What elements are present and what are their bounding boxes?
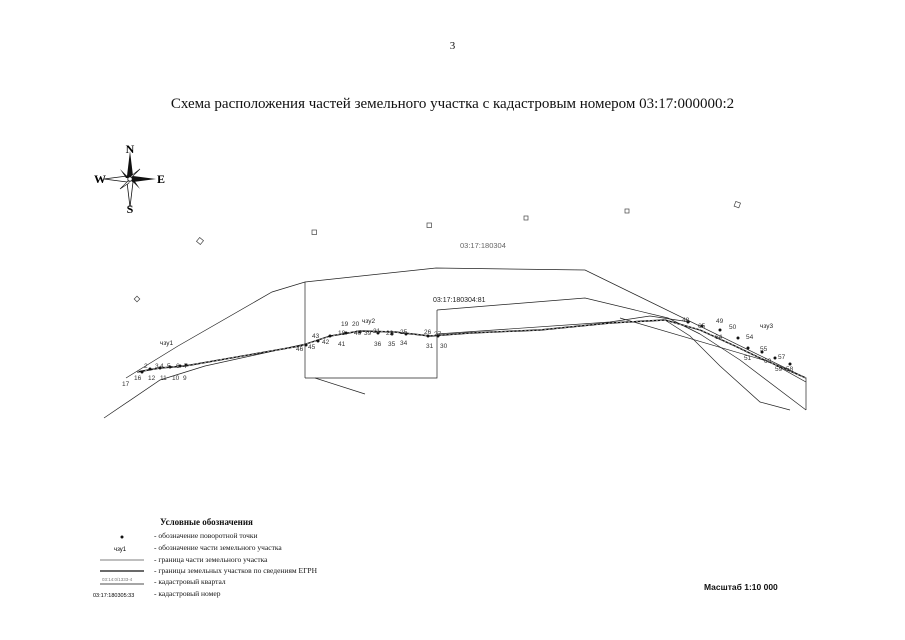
point-label: 55 xyxy=(760,346,768,353)
point-label: 31 xyxy=(426,343,434,350)
quarter-marker xyxy=(133,295,141,303)
parcel-boundary-end xyxy=(664,319,791,411)
point-label: 65 xyxy=(698,323,706,330)
part-label-3: чзу3 xyxy=(760,323,774,330)
quarter-marker xyxy=(523,215,529,221)
legend: Условные обозначения 1 - обозначение пов… xyxy=(92,517,392,607)
point-label: 50 xyxy=(729,324,737,331)
point-label: 5 xyxy=(167,363,171,370)
point-label: 48 xyxy=(682,317,690,324)
point-label: 45 xyxy=(308,344,316,351)
legend-label: - кадастровый номер xyxy=(154,589,221,598)
point-label: 27 xyxy=(434,331,442,338)
legend-row-part-boundary: - граница части земельного участка xyxy=(92,555,392,566)
point-label: 40 xyxy=(354,330,362,337)
legend-label: - кадастровый квартал xyxy=(154,577,226,586)
parcel-boundary-north xyxy=(125,281,306,379)
point-label: 7 xyxy=(184,363,188,370)
page-number: 3 xyxy=(449,40,456,52)
point-label: 2 xyxy=(144,363,148,370)
parcel-boundary-south xyxy=(103,343,306,419)
legend-row-parcel: 03:17:180305:33 - кадастровый номер xyxy=(92,589,392,600)
parcel-boundary-ruch xyxy=(436,315,691,335)
legend-row-egrn: - границы земельных участков по сведения… xyxy=(92,566,392,577)
legend-row-point: 1 - обозначение поворотной точки xyxy=(92,531,392,542)
point-label: 26 xyxy=(424,329,432,336)
point-label: 59 xyxy=(775,366,783,373)
point-label: 6 xyxy=(176,363,180,370)
point-label: 25 xyxy=(400,329,408,336)
point-label: 57 xyxy=(778,354,786,361)
point-label: 17 xyxy=(122,381,130,388)
map-scale: Масштаб 1:10 000 xyxy=(704,582,778,592)
legend-point-sample: 1 xyxy=(121,531,125,532)
quarter-marker xyxy=(311,229,317,235)
point-label: 10 xyxy=(172,375,180,382)
point-label: 9 xyxy=(183,375,187,382)
point-label: 21 xyxy=(373,328,381,335)
point-label: 3 xyxy=(155,363,159,370)
point-label: 42 xyxy=(322,339,330,346)
part-label-1: чзу1 xyxy=(160,340,174,347)
page-title: Схема расположения частей земельного уча… xyxy=(170,96,735,112)
legend-label: - обозначение части земельного участка xyxy=(154,543,282,552)
point-label: 36 xyxy=(374,341,382,348)
legend-row-quarter: 03:14:0/1333-4 - кадастровый квартал xyxy=(92,577,392,588)
point-label: 19 xyxy=(341,321,349,328)
point-label: 18 xyxy=(338,330,346,337)
compass-rose-icon: N S W E xyxy=(94,143,165,215)
point-label: 58 xyxy=(786,366,794,373)
point-label: 16 xyxy=(134,375,142,382)
point-label: 11 xyxy=(160,375,167,382)
parcel-boundary-inner xyxy=(305,310,438,379)
cadastral-number-icon: 03:17:180305:33 xyxy=(93,593,134,599)
point-label: 60 xyxy=(764,358,772,365)
legend-title: Условные обозначения xyxy=(160,517,253,527)
parcel-label: 03:17:180304:81 xyxy=(433,297,486,304)
compass-w: W xyxy=(94,172,106,186)
legend-label: - границы земельных участков по сведения… xyxy=(154,566,318,575)
legend-quarter-sample: 03:14:0/1333-4 xyxy=(102,577,133,582)
point-label: 43 xyxy=(312,333,320,340)
point-label: 54 xyxy=(746,334,754,341)
legend-label: - обозначение поворотной точки xyxy=(154,531,258,540)
parcel-boundary-diag xyxy=(699,333,807,411)
parcel-boundary-main xyxy=(304,267,807,410)
point-label: 39 xyxy=(364,330,372,337)
parcel-boundary-south-2 xyxy=(314,377,366,395)
point-label: 41 xyxy=(338,341,346,348)
quarter-marker xyxy=(426,222,432,228)
quarter-marker xyxy=(624,208,630,214)
turning-point-icon: 1 xyxy=(120,531,125,539)
legend-parcel-sample: 03:17:180305:33 xyxy=(93,593,134,599)
quarter-label: 03:17:180304 xyxy=(460,241,506,250)
point-label: 51 xyxy=(744,355,752,362)
compass-s: S xyxy=(127,202,134,215)
quarter-marker xyxy=(733,200,741,209)
part-boundary-icon xyxy=(100,559,144,561)
point-label: 64 xyxy=(715,334,723,341)
compass-n: N xyxy=(126,143,135,156)
compass-e: E xyxy=(157,172,165,186)
part-label-2: чзу2 xyxy=(362,318,376,325)
point-label: 23 xyxy=(386,330,394,337)
legend-part-sample: чзу1 xyxy=(114,547,127,553)
legend-row-part: чзу1 - обозначение части земельного учас… xyxy=(92,543,392,554)
point-label: 20 xyxy=(352,321,360,328)
point-label: 34 xyxy=(400,340,408,347)
legend-label: - граница части земельного участка xyxy=(154,555,268,564)
point-label: 49 xyxy=(716,318,724,325)
cadastral-quarter-icon: 03:14:0/1333-4 xyxy=(100,577,144,585)
point-label: 4 xyxy=(160,363,164,370)
part-label-icon: чзу1 xyxy=(114,547,127,553)
quarter-marker xyxy=(195,236,205,246)
egrn-boundary-icon xyxy=(100,570,144,572)
point-label: 30 xyxy=(440,343,448,350)
point-label: 46 xyxy=(296,346,304,353)
point-label: 12 xyxy=(148,375,156,382)
point-label: 35 xyxy=(388,341,396,348)
